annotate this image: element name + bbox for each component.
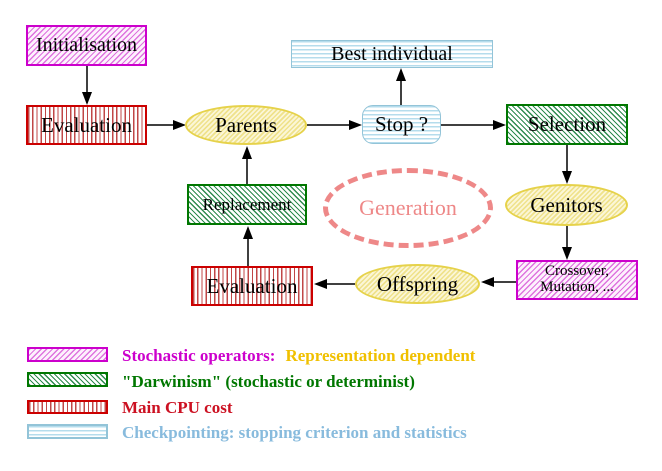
crossover-line2: Mutation, ...: [540, 279, 614, 295]
arrow-stop-to-selection: [441, 120, 506, 130]
legend-representation-label: Representation dependent: [285, 346, 476, 365]
node-initialisation: Initialisation: [26, 25, 147, 66]
legend-swatch-darwinism: [27, 372, 108, 387]
legend-row-darwinism: "Darwinism" (stochastic or determinist): [122, 372, 415, 391]
legend-row-stochastic-operators: Stochastic operators: Representation depe…: [122, 346, 475, 366]
arrow-evaluation-to-replacement: [243, 226, 253, 266]
crossover-line1: Crossover,: [545, 263, 609, 280]
legend-swatch-cpu-cost: [27, 400, 108, 414]
node-evaluation-bottom: Evaluation: [191, 266, 313, 306]
node-crossover-mutation: Crossover, Mutation, ...: [516, 260, 638, 300]
node-best-individual: Best individual: [291, 40, 493, 68]
node-evaluation-top: Evaluation: [26, 105, 147, 145]
node-generation-loop: Generation: [323, 168, 493, 248]
arrow-evaluation-to-parents: [147, 120, 186, 130]
arrow-selection-to-genitors: [562, 145, 572, 184]
node-parents: Parents: [185, 105, 307, 145]
arrow-genitors-to-crossover: [562, 226, 572, 260]
legend-swatch-checkpointing: [27, 424, 108, 439]
arrow-offspring-to-evaluation: [314, 279, 355, 289]
node-selection: Selection: [506, 104, 628, 145]
node-stop: Stop ?: [362, 105, 441, 144]
node-replacement: Replacement: [187, 184, 307, 225]
legend-row-checkpointing: Checkpointing: stopping criterion and st…: [122, 423, 467, 442]
legend-stochastic-label: Stochastic operators:: [122, 346, 276, 365]
node-offspring: Offspring: [355, 264, 480, 304]
arrow-stop-to-best-individual: [396, 68, 406, 105]
arrow-replacement-to-parents: [242, 146, 252, 184]
arrow-crossover-to-offspring: [481, 277, 516, 287]
arrow-parents-to-stop: [307, 120, 362, 130]
legend-row-cpu-cost: Main CPU cost: [122, 398, 233, 417]
arrow-initialisation-to-evaluation: [82, 66, 92, 105]
node-genitors: Genitors: [505, 184, 628, 226]
legend-swatch-stochastic-operators: [27, 347, 108, 362]
